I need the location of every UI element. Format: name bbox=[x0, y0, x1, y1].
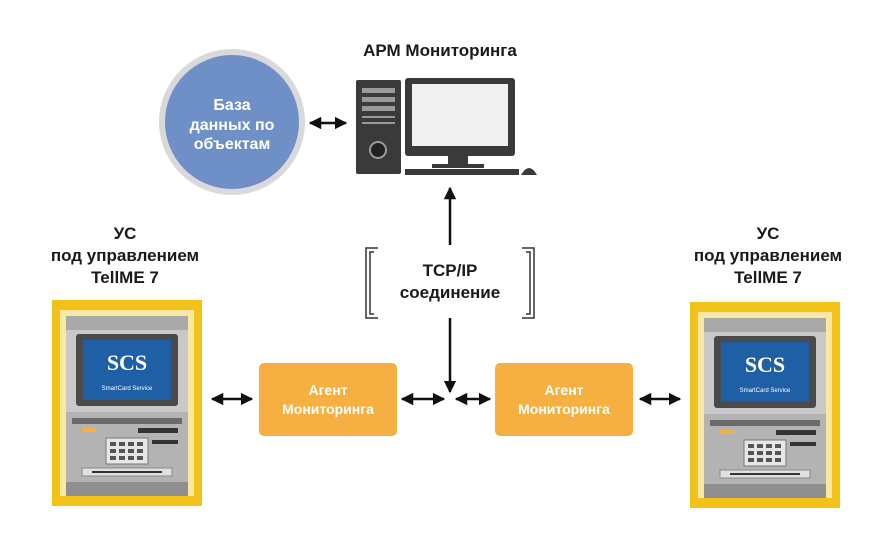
atm-left-label-line1: УС bbox=[113, 224, 137, 243]
atm-right-label-line1: УС bbox=[756, 224, 780, 243]
atm-right-label: УС под управлением TellME 7 bbox=[663, 223, 873, 288]
atm-left-icon: SCS SmartCard Service bbox=[51, 299, 203, 507]
tcpip-label-line2: соединение bbox=[399, 283, 501, 303]
agent-left-box: Агент Мониторинга bbox=[259, 363, 397, 436]
agent-right-box: Агент Мониторинга bbox=[495, 363, 633, 436]
workstation-title: АРМ Мониторинга bbox=[363, 41, 517, 60]
atm-left-label-line3: TellME 7 bbox=[91, 267, 159, 287]
database-label-line3: объектам bbox=[193, 136, 271, 154]
agent-left-line1: Агент bbox=[308, 382, 348, 399]
tcpip-bracket-frame bbox=[365, 247, 535, 319]
tcpip-label-line1: TCP/IP bbox=[422, 261, 478, 280]
atm-right-label-line3: TellME 7 bbox=[734, 267, 802, 287]
database-label-line2: данных по bbox=[189, 116, 275, 134]
atm-right-label-line2: под управлением bbox=[693, 245, 843, 265]
database-node bbox=[159, 49, 305, 195]
database-label: База данных по объектам bbox=[168, 96, 296, 155]
database-label-line1: База bbox=[213, 97, 251, 114]
atm-left-screen-caption: SmartCard Service bbox=[102, 386, 153, 392]
atm-left-label: УС под управлением TellME 7 bbox=[20, 223, 230, 288]
atm-right-screen-logo: SCS bbox=[745, 352, 785, 377]
agent-right-line2: Мониторинга bbox=[518, 400, 610, 417]
atm-right-icon: SCS SmartCard Service bbox=[689, 301, 841, 509]
atm-right-screen-caption: SmartCard Service bbox=[740, 388, 791, 394]
tcpip-connection-label: TCP/IP соединение bbox=[375, 260, 525, 304]
agent-right-line1: Агент bbox=[544, 382, 584, 399]
atm-left-label-line2: под управлением bbox=[50, 245, 200, 265]
atm-left-screen-logo: SCS bbox=[107, 350, 147, 375]
workstation-computer-icon bbox=[356, 78, 537, 175]
agent-left-line2: Мониторинга bbox=[282, 400, 374, 417]
